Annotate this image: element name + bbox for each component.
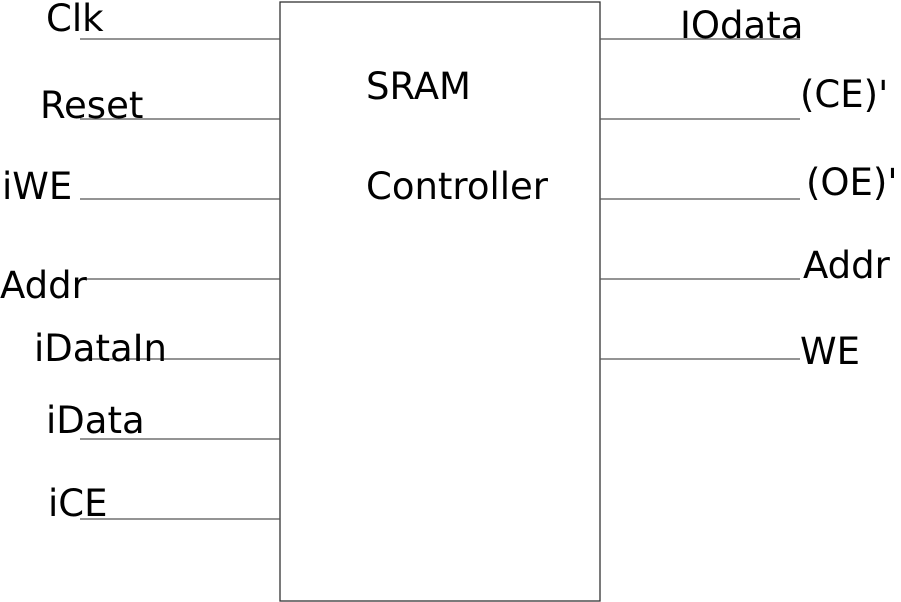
output-label-addr: Addr	[803, 244, 891, 287]
output-label-oe: (OE)'	[806, 161, 898, 204]
input-label-idatain: iDataIn	[34, 327, 167, 370]
input-label-ice: iCE	[48, 482, 108, 525]
input-label-addr: Addr	[0, 264, 88, 307]
output-label-we: WE	[800, 330, 860, 373]
controller-block	[279, 1, 601, 602]
input-label-reset: Reset	[40, 84, 143, 127]
input-label-idata: iData	[46, 399, 145, 442]
block-title-line2: Controller	[366, 165, 549, 208]
input-label-iwe: iWE	[2, 165, 72, 208]
input-label-clk: Clk	[46, 0, 104, 40]
output-label-iodata: IOdata	[680, 4, 803, 47]
output-label-ce: (CE)'	[800, 73, 888, 116]
block-title-line1: SRAM	[366, 65, 471, 108]
